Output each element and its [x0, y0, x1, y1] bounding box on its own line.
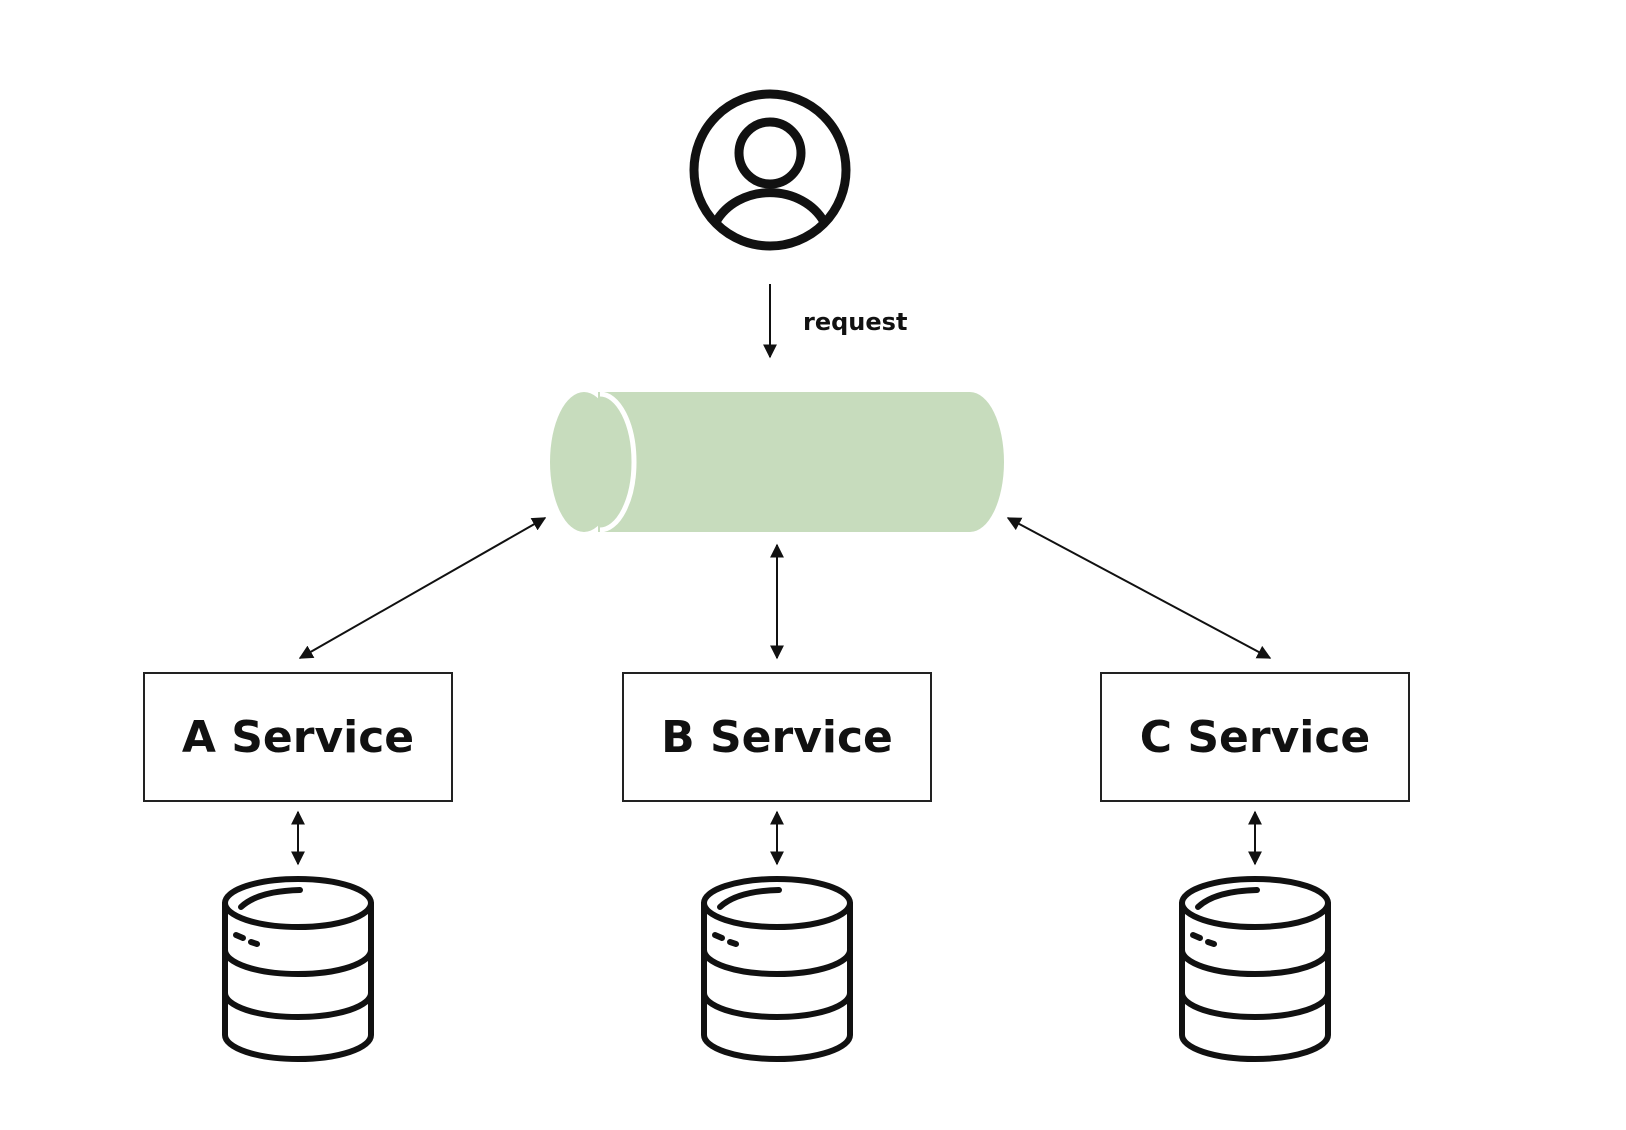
request-label: request: [803, 308, 907, 336]
service-c: C Service: [1100, 672, 1410, 1062]
service-label-a: A Service: [182, 712, 414, 763]
database-icon: [701, 876, 853, 1062]
database-icon: [222, 876, 374, 1062]
service-label-c: C Service: [1140, 712, 1371, 763]
queue-c-service-arrow: [1006, 517, 1272, 659]
service-label-b: B Service: [661, 712, 893, 763]
service-a: A Service: [143, 672, 453, 1062]
user-icon: [689, 89, 851, 251]
queue-a-service-arrow: [298, 517, 547, 659]
database-icon: [1179, 876, 1331, 1062]
service-b: B Service: [622, 672, 932, 1062]
service-box-b: [622, 672, 932, 802]
service-box-a: [143, 672, 453, 802]
service-box-c: [1100, 672, 1410, 802]
message-queue-cylinder: [550, 391, 1004, 533]
